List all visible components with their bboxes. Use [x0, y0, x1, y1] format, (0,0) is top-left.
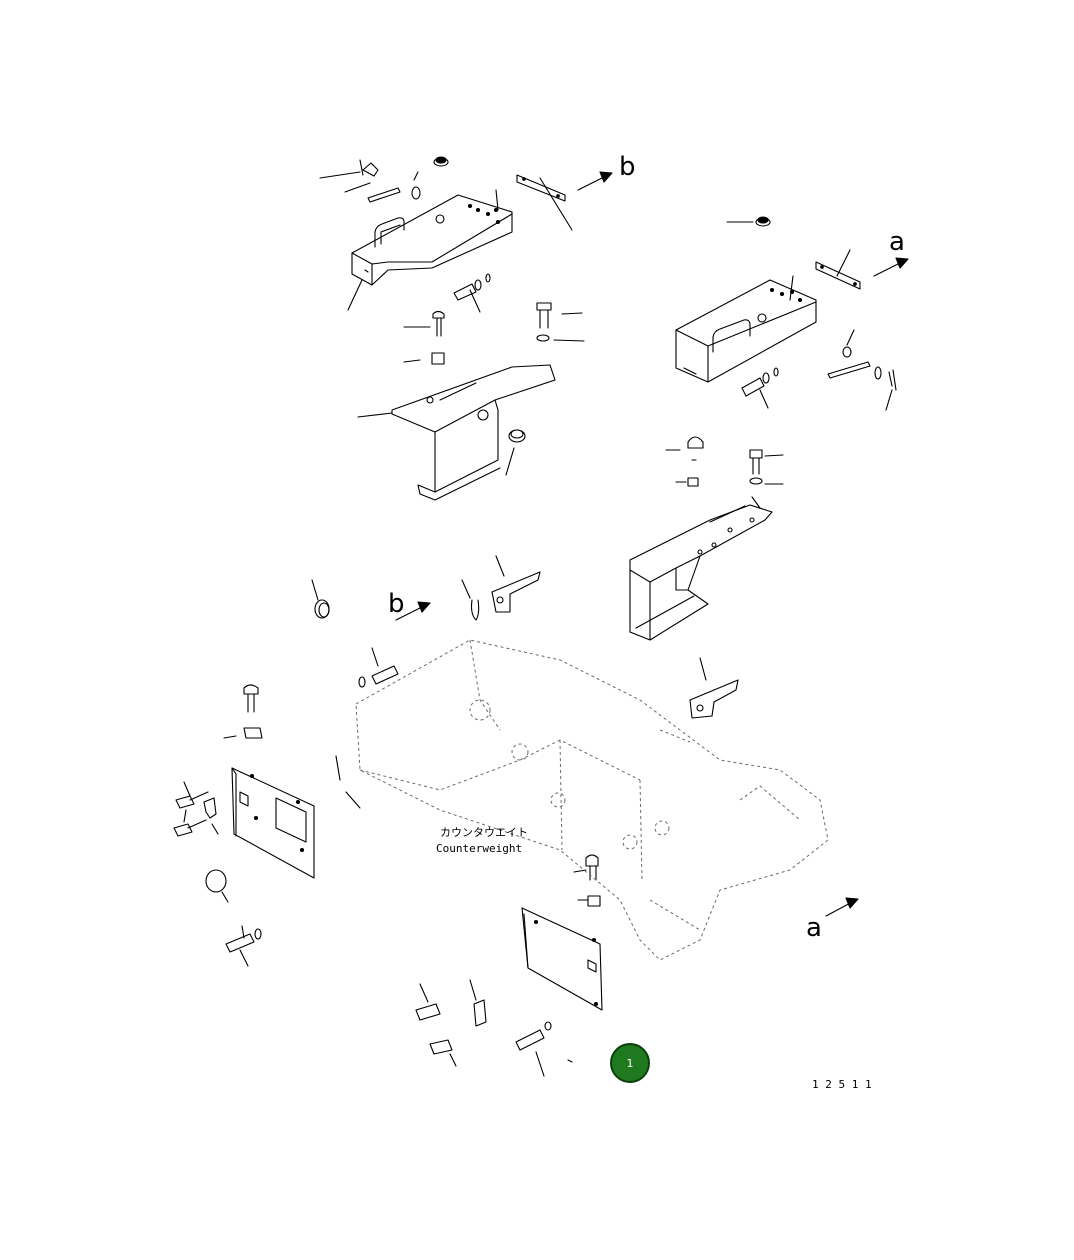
small-parts-bottom	[415, 854, 601, 1077]
side-cover-left	[231, 767, 315, 879]
view-label-a-bottom: a	[806, 913, 822, 943]
base-frame-ghost	[355, 639, 829, 961]
view-label-b-top: b	[619, 152, 636, 182]
callout-1-label: 1	[626, 1056, 634, 1070]
view-label-b-mid: b	[388, 589, 405, 619]
counterweight-label-jp: カウンタウエイト	[440, 826, 528, 839]
view-label-a-top: a	[889, 227, 905, 257]
small-parts-middle	[223, 555, 739, 739]
arrow-b-top	[577, 171, 613, 191]
side-cover-right	[521, 907, 603, 1011]
hood-cover-left	[351, 194, 513, 286]
leader-lines-top-left	[319, 159, 585, 476]
small-parts-left	[173, 755, 361, 967]
bracket-left	[391, 364, 556, 501]
arrow-a-bottom	[825, 897, 859, 917]
callout-1-button[interactable]: 1	[610, 1043, 650, 1083]
counterweight-label-en: Counterweight	[436, 842, 522, 855]
drawing-part-number: 1 2 5 1 1	[812, 1078, 872, 1091]
arrow-b-mid	[395, 601, 431, 621]
small-parts-middle-right	[665, 436, 784, 509]
hood-cover-right	[675, 279, 817, 383]
bracket-right	[629, 504, 773, 641]
small-parts-top-left	[362, 156, 566, 365]
arrow-a-top	[873, 257, 909, 277]
small-parts-top-right	[726, 216, 897, 411]
